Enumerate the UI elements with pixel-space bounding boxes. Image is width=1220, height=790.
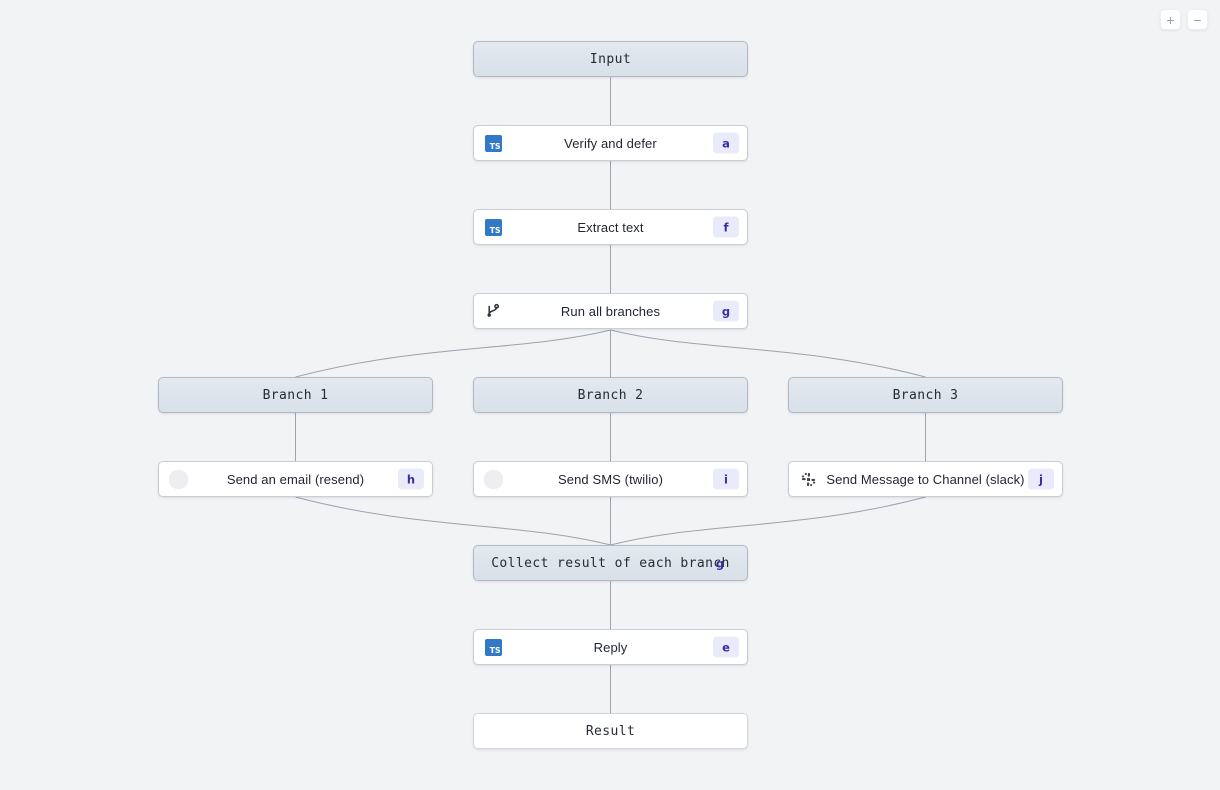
node-send-message-to-channel-slack[interactable]: Send Message to Channel (slack)j — [788, 461, 1063, 497]
node-label: Verify and defer — [564, 135, 657, 151]
node-send-an-email-resend[interactable]: Send an email (resend) h — [158, 461, 433, 497]
node-verify-and-defer[interactable]: TS Verify and defer a — [473, 125, 748, 161]
node-label: Send Message to Channel (slack) — [826, 471, 1025, 487]
node-label: Send SMS (twilio) — [557, 471, 663, 487]
node-badge[interactable]: j — [1028, 468, 1054, 490]
node-label: Result — [585, 723, 636, 739]
zoom-in-button[interactable]: + — [1160, 9, 1181, 30]
node-branch-1[interactable]: Branch 1 — [158, 377, 433, 413]
node-send-sms-twilio[interactable]: Send SMS (twilio) i — [473, 461, 748, 497]
node-branch-3[interactable]: Branch 3 — [788, 377, 1063, 413]
node-label: Branch 1 — [262, 387, 329, 403]
node-label: Run all branches — [560, 303, 661, 319]
zoom-controls: + − — [1160, 9, 1208, 30]
node-badge[interactable]: h — [398, 468, 424, 490]
node-label: Branch 2 — [577, 387, 644, 403]
node-badge[interactable]: i — [713, 468, 739, 490]
typescript-icon: TS — [483, 217, 503, 237]
node-label: Input — [589, 51, 632, 67]
node-extract-text[interactable]: TS Extract text f — [473, 209, 748, 245]
node-branch-2[interactable]: Branch 2 — [473, 377, 748, 413]
resend-icon — [168, 469, 188, 489]
slack-icon — [798, 469, 818, 489]
edge-send-message-to-channel-slack-to-collect-result-of-each-branch — [610, 496, 926, 546]
node-run-all-branches[interactable]: Run all branches g — [473, 293, 748, 329]
node-label: Collect result of each branch — [491, 555, 730, 571]
edge-run-all-branches-to-branch-1 — [295, 329, 611, 378]
node-label: Extract text — [577, 219, 644, 235]
node-label: Send an email (resend) — [226, 471, 365, 487]
git-branch-icon — [483, 301, 503, 321]
node-reply[interactable]: TS Reply e — [473, 629, 748, 665]
node-badge[interactable]: g — [713, 300, 739, 322]
node-badge[interactable]: f — [713, 216, 739, 238]
edge-send-an-email-resend-to-collect-result-of-each-branch — [295, 496, 611, 546]
node-badge[interactable]: g — [715, 556, 725, 570]
node-badge[interactable]: e — [713, 636, 739, 658]
node-badge[interactable]: a — [713, 132, 739, 154]
edge-run-all-branches-to-branch-3 — [610, 329, 926, 378]
node-result[interactable]: Result — [473, 713, 748, 749]
typescript-icon: TS — [483, 637, 503, 657]
node-label: Reply — [593, 639, 628, 655]
node-label: Branch 3 — [892, 387, 959, 403]
node-input[interactable]: Input — [473, 41, 748, 77]
twilio-icon — [483, 469, 503, 489]
typescript-icon: TS — [483, 133, 503, 153]
zoom-out-button[interactable]: − — [1187, 9, 1208, 30]
